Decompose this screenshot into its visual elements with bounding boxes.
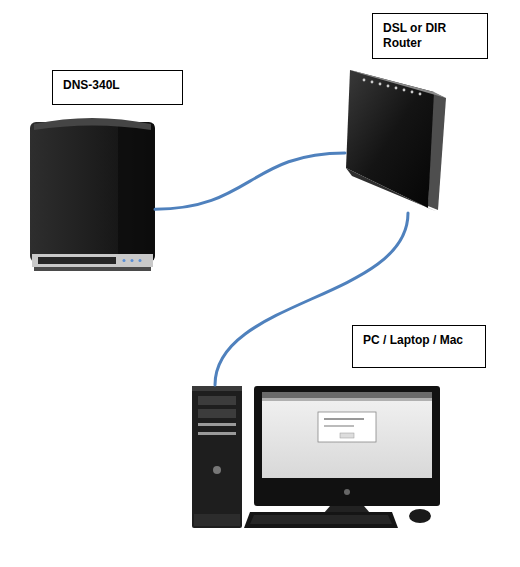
router-led xyxy=(387,85,390,88)
nas-led xyxy=(123,259,126,262)
dialog-line xyxy=(324,418,364,420)
router-led xyxy=(363,79,366,82)
dialog-button xyxy=(340,433,354,438)
tower-trim xyxy=(198,432,236,435)
device-node: DNS-340L xyxy=(30,118,155,270)
router-led xyxy=(371,81,374,84)
nas-base xyxy=(34,267,151,271)
mouse xyxy=(409,509,431,523)
drive-bay xyxy=(198,409,236,418)
nas-top xyxy=(34,118,151,130)
device-node: DSL or DIR Router xyxy=(345,63,445,213)
nas-led xyxy=(131,259,134,262)
device-label-box: DSL or DIR Router xyxy=(372,13,488,59)
nas-illustration xyxy=(30,118,155,271)
nas-body xyxy=(30,122,155,262)
nas-led xyxy=(139,259,142,262)
nas-panel xyxy=(38,257,116,264)
device-label-box: DNS-340L xyxy=(52,70,183,105)
monitor-stand xyxy=(324,506,370,513)
network-cable xyxy=(155,153,345,209)
pc-tower xyxy=(192,386,242,528)
router-led xyxy=(395,87,398,90)
device-label-box: PC / Laptop / Mac xyxy=(352,325,486,368)
monitor-screen xyxy=(262,392,432,478)
nas-band xyxy=(32,254,153,267)
router-led xyxy=(379,83,382,86)
device-label: DSL or DIR Router xyxy=(383,21,477,51)
screen-bar xyxy=(262,392,432,398)
dialog-line xyxy=(324,425,354,427)
router-top xyxy=(350,70,446,98)
router-led xyxy=(419,93,422,96)
screen-dialog xyxy=(318,412,376,442)
router-stand xyxy=(346,168,438,212)
router-illustration xyxy=(346,70,446,212)
monitor-bezel xyxy=(254,386,440,506)
drive-bay xyxy=(198,396,236,405)
keyboard-keys xyxy=(250,515,392,524)
pc-illustration xyxy=(192,386,440,528)
screen-toolbar xyxy=(262,398,432,401)
device-label: DNS-340L xyxy=(63,78,172,93)
nas-side xyxy=(118,124,154,260)
router-led xyxy=(411,91,414,94)
device-node: PC / Laptop / Mac xyxy=(190,385,440,530)
tower-base xyxy=(194,514,240,526)
keyboard xyxy=(244,512,398,528)
pc-tower-top xyxy=(192,386,242,391)
device-label: PC / Laptop / Mac xyxy=(363,333,475,348)
tower-logo xyxy=(213,466,221,474)
tower-trim xyxy=(198,423,236,426)
monitor-logo xyxy=(344,489,350,495)
router-led xyxy=(403,89,406,92)
